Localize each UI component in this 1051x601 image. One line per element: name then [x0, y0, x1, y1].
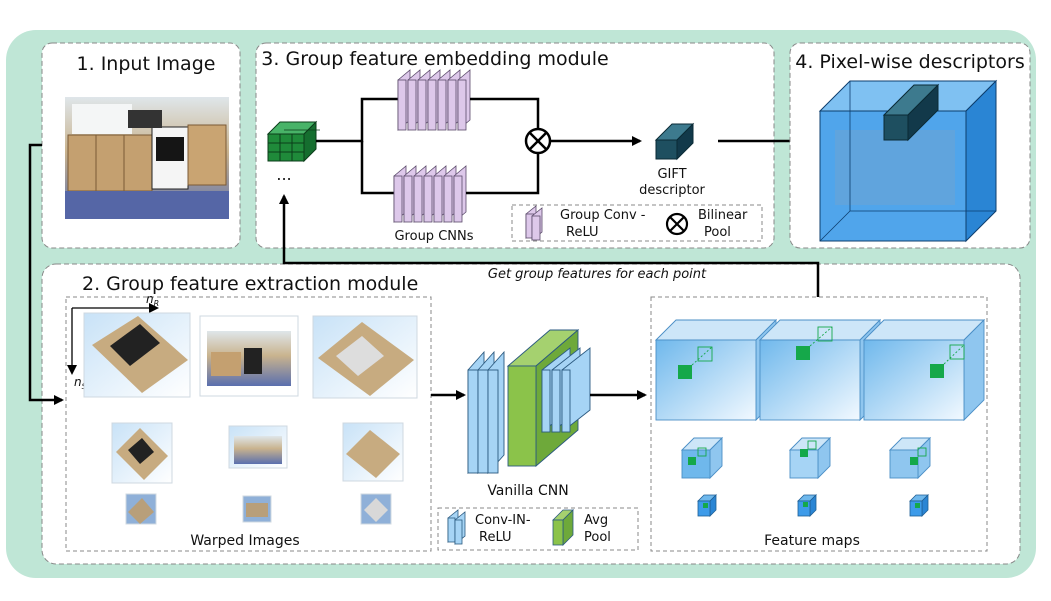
warped-image-medium-1 — [111, 422, 173, 484]
warped-image-small-2-content — [246, 503, 268, 517]
merge-top-line — [470, 97, 540, 128]
embedding-module-title: 3. Group feature embedding module — [261, 48, 608, 70]
ellipsis-text: ... — [276, 165, 291, 184]
legend-bilinear-label-line1: Bilinear — [698, 208, 748, 223]
feature-map-large-2 — [758, 318, 882, 422]
legend-avg-pool-line2: Pool — [584, 530, 611, 545]
legend-bilinear-pool-icon — [665, 212, 689, 236]
gift-label-line1: GIFT — [657, 167, 686, 182]
input-image-panel: 1. Input Image — [41, 42, 241, 249]
group-cnn-stack-top — [397, 69, 471, 131]
descriptor-cube — [818, 79, 998, 243]
gift-descriptor-block — [654, 122, 695, 161]
kitchen-photo — [65, 97, 229, 219]
legend-conv-in-relu-line2: ReLU — [479, 530, 512, 545]
feature-map-medium-1 — [680, 436, 724, 480]
vanilla-cnn-label: Vanilla CNN — [487, 483, 568, 499]
feature-map-large-1 — [654, 318, 778, 422]
input-image-title: 1. Input Image — [77, 53, 216, 75]
warped-image-small-3-content — [364, 498, 388, 522]
warped-image-small-1-content — [128, 498, 154, 524]
branch-top-line — [316, 97, 398, 143]
descriptors-title: 4. Pixel-wise descriptors — [795, 51, 1024, 73]
warped-image-large-2 — [199, 315, 299, 397]
axis-r-label: nR — [146, 292, 159, 308]
merge-bottom-line — [466, 154, 540, 195]
feature-map-medium-3 — [888, 436, 932, 480]
gift-label-line2: descriptor — [639, 183, 705, 198]
legend-avg-pool-line1: Avg — [584, 513, 608, 528]
extraction-module-title: 2. Group feature extraction module — [82, 273, 418, 295]
feature-map-medium-2 — [788, 436, 832, 480]
group-cnns-label: Group CNNs — [394, 229, 473, 244]
feature-maps-label: Feature maps — [764, 533, 860, 549]
input-to-extraction-arrow — [28, 143, 64, 405]
legend-bilinear-label-line2: Pool — [704, 225, 731, 240]
get-group-features-caption: Get group features for each point — [488, 267, 707, 282]
warped-images-label: Warped Images — [190, 533, 299, 549]
warped-image-large-3 — [312, 315, 418, 399]
warped-image-large-1 — [83, 312, 191, 398]
vanilla-cnn-block — [467, 329, 591, 475]
embedding-module-panel: 3. Group feature embedding module ... — [255, 42, 775, 249]
feature-maps-to-embedding-arrow — [279, 194, 820, 297]
warped-image-medium-3 — [342, 422, 404, 482]
feature-map-small-2 — [797, 494, 817, 517]
bilinear-pool-icon — [524, 127, 552, 155]
descriptor-column — [882, 83, 940, 142]
feature-map-small-3 — [909, 494, 929, 517]
group-feature-tensor — [266, 120, 320, 163]
branch-bottom-line — [360, 141, 394, 195]
extraction-legend: Conv-IN- ReLU Avg Pool — [437, 507, 639, 551]
legend-group-conv-label-line1: Group Conv - — [560, 208, 646, 223]
feature-map-large-3 — [862, 318, 986, 422]
extraction-module-panel: 2. Group feature extraction module Get g… — [41, 263, 1021, 565]
embedding-legend: Group Conv - ReLU Bilinear Pool — [511, 204, 763, 242]
legend-group-conv-label-line2: ReLU — [566, 225, 599, 240]
group-cnn-stack-bottom — [393, 165, 467, 223]
warped-image-medium-2 — [228, 425, 288, 469]
legend-conv-in-relu-line1: Conv-IN- — [475, 513, 531, 528]
descriptors-panel: 4. Pixel-wise descriptors — [789, 42, 1031, 249]
feature-map-small-1 — [697, 494, 717, 517]
